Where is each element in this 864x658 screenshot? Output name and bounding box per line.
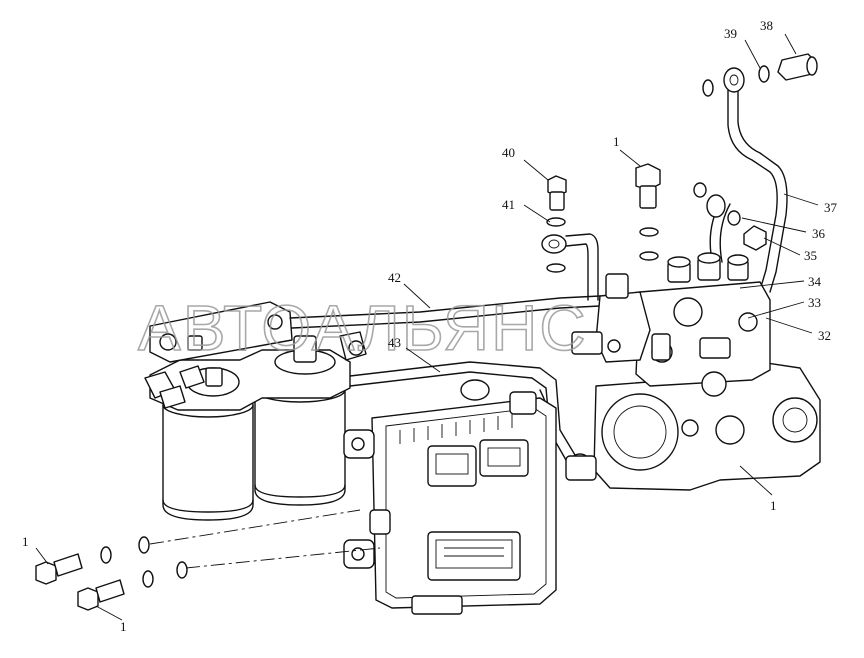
sealing-washer-36 [693, 182, 741, 226]
callout-39: 39 [724, 26, 737, 41]
fuel-line-37 [709, 84, 788, 293]
fuel-line-41 [565, 233, 599, 301]
filter-mount-plate [149, 301, 293, 363]
engine-control-unit [343, 379, 557, 615]
sealing-washer-41 [541, 217, 567, 273]
banjo-bolt-40 [547, 175, 567, 211]
callout-34: 34 [808, 274, 822, 289]
filter-head-bracket [144, 331, 367, 411]
callout-38: 38 [760, 18, 773, 33]
bolt-35 [743, 225, 767, 251]
callout-36: 36 [812, 226, 826, 241]
callout-42: 42 [388, 270, 401, 285]
callout-32: 32 [818, 328, 831, 343]
callout-labels: 40 41 1 39 38 37 36 35 34 33 32 1 42 43 … [22, 18, 838, 634]
callout-40: 40 [502, 145, 515, 160]
sealing-washer-39 [702, 65, 770, 97]
callout-1-left-bottom: 1 [120, 619, 127, 634]
high-pressure-pump [565, 252, 821, 491]
banjo-bolt-1-left-bottom [77, 561, 188, 611]
fuel-filter-left [162, 392, 254, 521]
callout-1-top: 1 [613, 134, 620, 149]
callout-1-right: 1 [770, 498, 777, 513]
callout-41: 41 [502, 197, 515, 212]
fuel-line-42 [289, 295, 601, 329]
callout-35: 35 [804, 248, 817, 263]
callout-43: 43 [388, 335, 401, 350]
banjo-bolt-1-left-top [35, 536, 150, 585]
callout-33: 33 [808, 295, 821, 310]
banjo-bolt-38 [777, 53, 818, 81]
callout-leaders [35, 33, 819, 621]
callout-37: 37 [824, 200, 838, 215]
assembly-centerlines [149, 509, 381, 569]
pressure-valve-block [571, 273, 671, 363]
banjo-bolt-1-top [635, 163, 661, 261]
watermark-text: АВТОАЛЬЯНС [138, 292, 588, 364]
callout-1-left-top: 1 [22, 534, 29, 549]
